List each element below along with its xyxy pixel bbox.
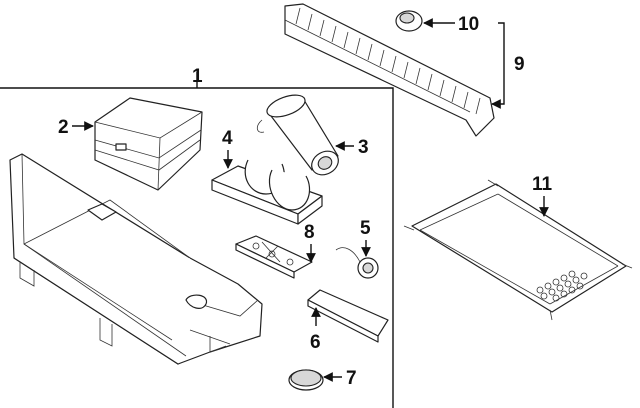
storage-box-part: [94, 97, 203, 191]
cap-with-strap-part: [335, 247, 379, 279]
assembly-bracket: [0, 72, 394, 408]
callout-4: 4: [222, 128, 233, 149]
callout-2: 2: [58, 117, 69, 138]
cargo-net-part: [403, 179, 633, 321]
callout-5: 5: [360, 218, 371, 239]
scuff-plate-ribs: [295, 7, 481, 115]
leader-lines: [72, 18, 549, 382]
callout-9: 9: [514, 54, 525, 75]
net-mesh: [536, 270, 588, 302]
callout-10: 10: [458, 14, 479, 35]
leader-9: [491, 22, 505, 109]
holder-bracket-part: [211, 159, 323, 225]
trunk-tray-part: [9, 153, 263, 365]
scuff-plate-part: [284, 3, 495, 137]
callout-8: 8: [304, 222, 315, 243]
callout-1: 1: [192, 66, 203, 87]
cylinder-part: [256, 94, 339, 176]
clip-part: [395, 10, 423, 32]
callout-6: 6: [310, 332, 321, 353]
callout-3: 3: [358, 137, 369, 158]
callout-7: 7: [346, 368, 357, 389]
lid-panel-part: [307, 289, 389, 343]
callout-11: 11: [532, 174, 553, 195]
disc-part: [288, 369, 324, 391]
tray-part: [235, 235, 313, 279]
